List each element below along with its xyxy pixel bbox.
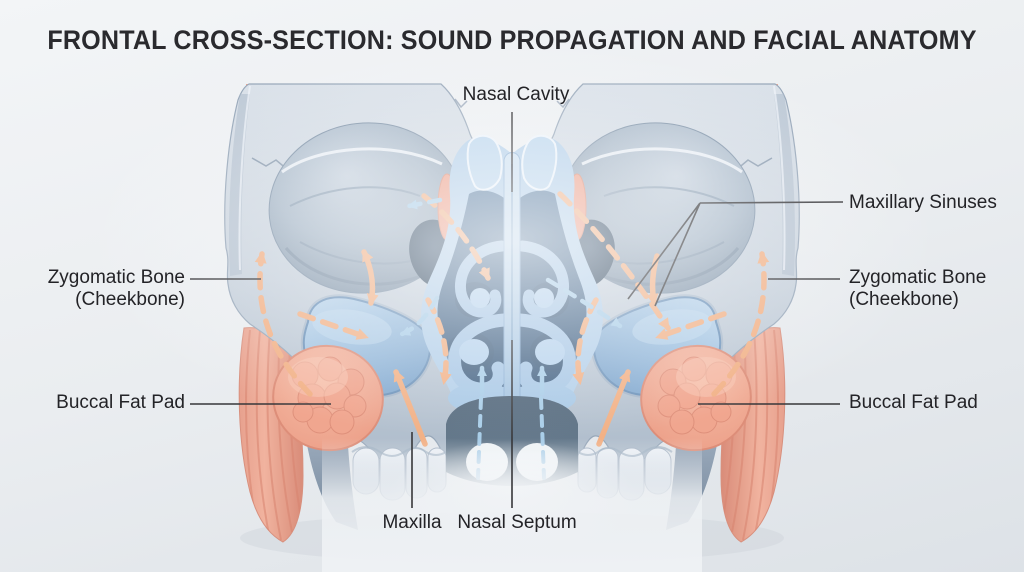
label-zygomatic-left-line1: Zygomatic Bone [47, 267, 185, 288]
label-maxillary-sinuses: Maxillary Sinuses [849, 192, 997, 213]
label-nasal-septum: Nasal Septum [457, 512, 577, 533]
inferior-turbinate-knob [459, 339, 489, 365]
label-zygomatic-right-line1: Zygomatic Bone [849, 267, 987, 288]
leader-lines [190, 112, 844, 508]
label-zygomatic-right-line2: (Cheekbone) [849, 289, 959, 310]
label-zygomatic-left-line2: (Cheekbone) [75, 289, 185, 310]
buccal-fat-pad [272, 344, 384, 452]
nasal-bone-ridge [466, 134, 503, 191]
inferior-turbinate [448, 313, 511, 396]
label-zygomatic-right: Zygomatic Bone (Cheekbone) [849, 267, 986, 311]
page-title: FRONTAL CROSS-SECTION: SOUND PROPAGATION… [47, 25, 977, 55]
label-buccal-fat-right: Buccal Fat Pad [849, 392, 978, 413]
label-maxilla: Maxilla [382, 512, 442, 533]
middle-turbinate-knob [470, 288, 490, 308]
label-buccal-fat-left: Buccal Fat Pad [56, 392, 185, 413]
label-zygomatic-left: Zygomatic Bone (Cheekbone) [48, 267, 185, 311]
leader-maxillary-sinuses [627, 201, 844, 307]
label-nasal-cavity: Nasal Cavity [462, 84, 570, 105]
nasal-septum-graphic [503, 152, 521, 413]
